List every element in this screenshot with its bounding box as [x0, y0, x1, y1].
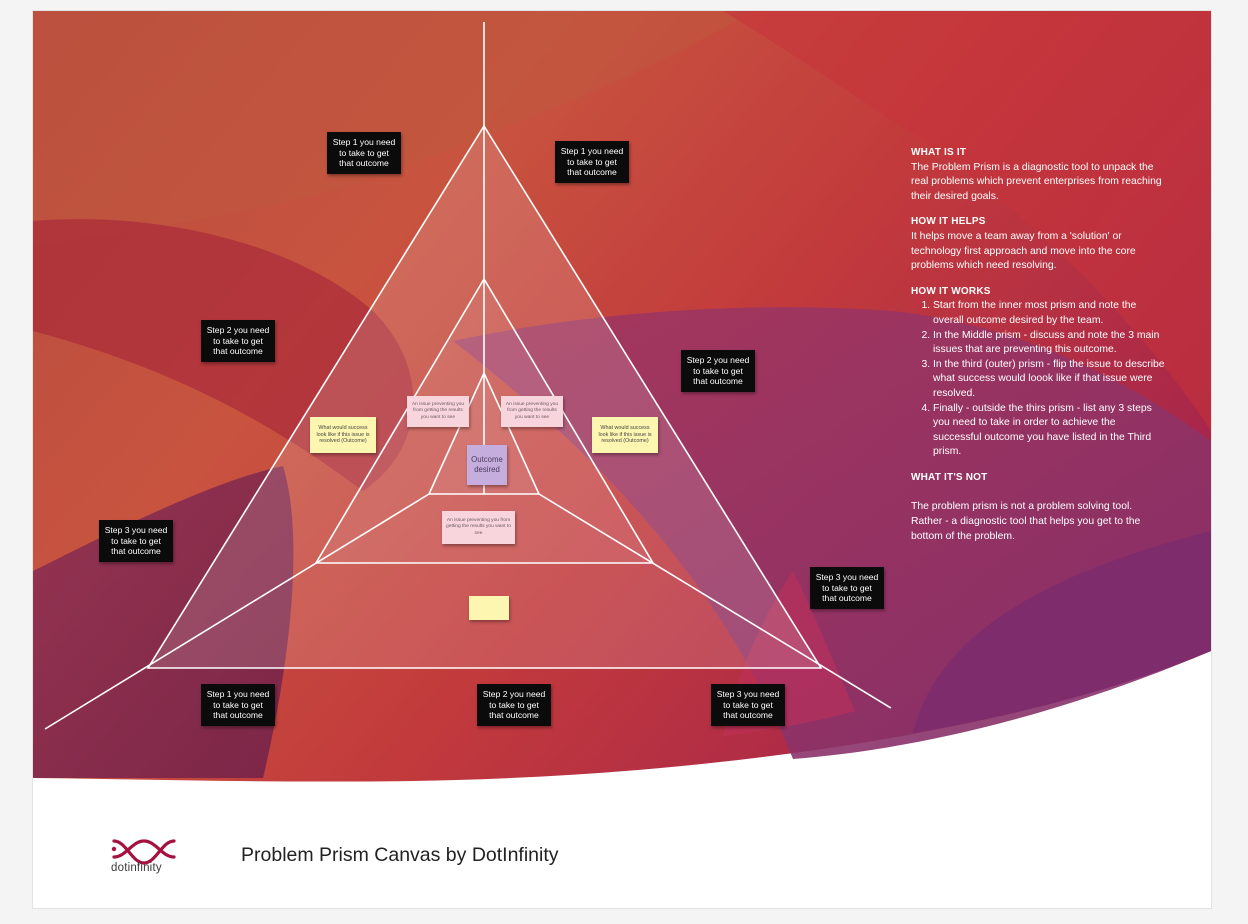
step-note-right-2[interactable]: Step 2 you need to take to get that outc…: [681, 350, 755, 392]
what-its-not-heading: WHAT IT'S NOT: [911, 471, 988, 483]
what-its-not-text: The problem prism is not a problem solvi…: [911, 501, 1141, 542]
outcome-desired-note[interactable]: Outcome desired: [467, 445, 507, 485]
how-it-works-step: Start from the inner most prism and note…: [933, 299, 1166, 328]
step-note-bottom-1[interactable]: Step 1 you need to take to get that outc…: [201, 684, 275, 726]
logo-text: dotinfinity: [111, 862, 162, 874]
step-note-right-3[interactable]: Step 3 you need to take to get that outc…: [810, 567, 884, 609]
dotinfinity-logo-icon: [111, 839, 176, 865]
page-title: Problem Prism Canvas by DotInfinity: [241, 844, 559, 866]
info-panel: WHAT IS IT The Problem Prism is a diagno…: [911, 146, 1166, 544]
canvas-background: [33, 11, 1211, 782]
step-note-top-left[interactable]: Step 1 you need to take to get that outc…: [327, 132, 401, 174]
how-it-works-step: In the third (outer) prism - flip the is…: [933, 358, 1166, 402]
step-note-left-3[interactable]: Step 3 you need to take to get that outc…: [99, 520, 173, 562]
how-it-works-step: Finally - outside the thirs prism - list…: [933, 402, 1166, 460]
what-is-it-text: The Problem Prism is a diagnostic tool t…: [911, 161, 1162, 202]
issue-note-right[interactable]: An issue preventing you from getting the…: [501, 396, 563, 427]
how-it-works-step: In the Middle prism - discuss and note t…: [933, 329, 1166, 358]
issue-note-bottom[interactable]: An issue preventing you from getting the…: [442, 511, 515, 544]
prism-lines: [44, 22, 892, 730]
how-it-helps-heading: HOW IT HELPS: [911, 216, 986, 228]
step-note-top-right[interactable]: Step 1 you need to take to get that outc…: [555, 141, 629, 183]
how-it-works-heading: HOW IT WORKS: [911, 285, 991, 297]
issue-note-left[interactable]: An issue preventing you from getting the…: [407, 396, 469, 427]
how-it-helps-text: It helps move a team away from a 'soluti…: [911, 230, 1136, 272]
how-it-works-list: Start from the inner most prism and note…: [911, 299, 1166, 460]
outcome-note-left[interactable]: What would success look like if this iss…: [310, 417, 376, 453]
prism-canvas-board: Step 1 you need to take to get that outc…: [33, 11, 1211, 908]
step-note-bottom-2[interactable]: Step 2 you need to take to get that outc…: [477, 684, 551, 726]
step-note-bottom-3[interactable]: Step 3 you need to take to get that outc…: [711, 684, 785, 726]
what-is-it-heading: WHAT IS IT: [911, 147, 967, 158]
outcome-note-bottom[interactable]: [469, 596, 509, 620]
step-note-left-2[interactable]: Step 2 you need to take to get that outc…: [201, 320, 275, 362]
outcome-note-right[interactable]: What would success look like if this iss…: [592, 417, 658, 453]
